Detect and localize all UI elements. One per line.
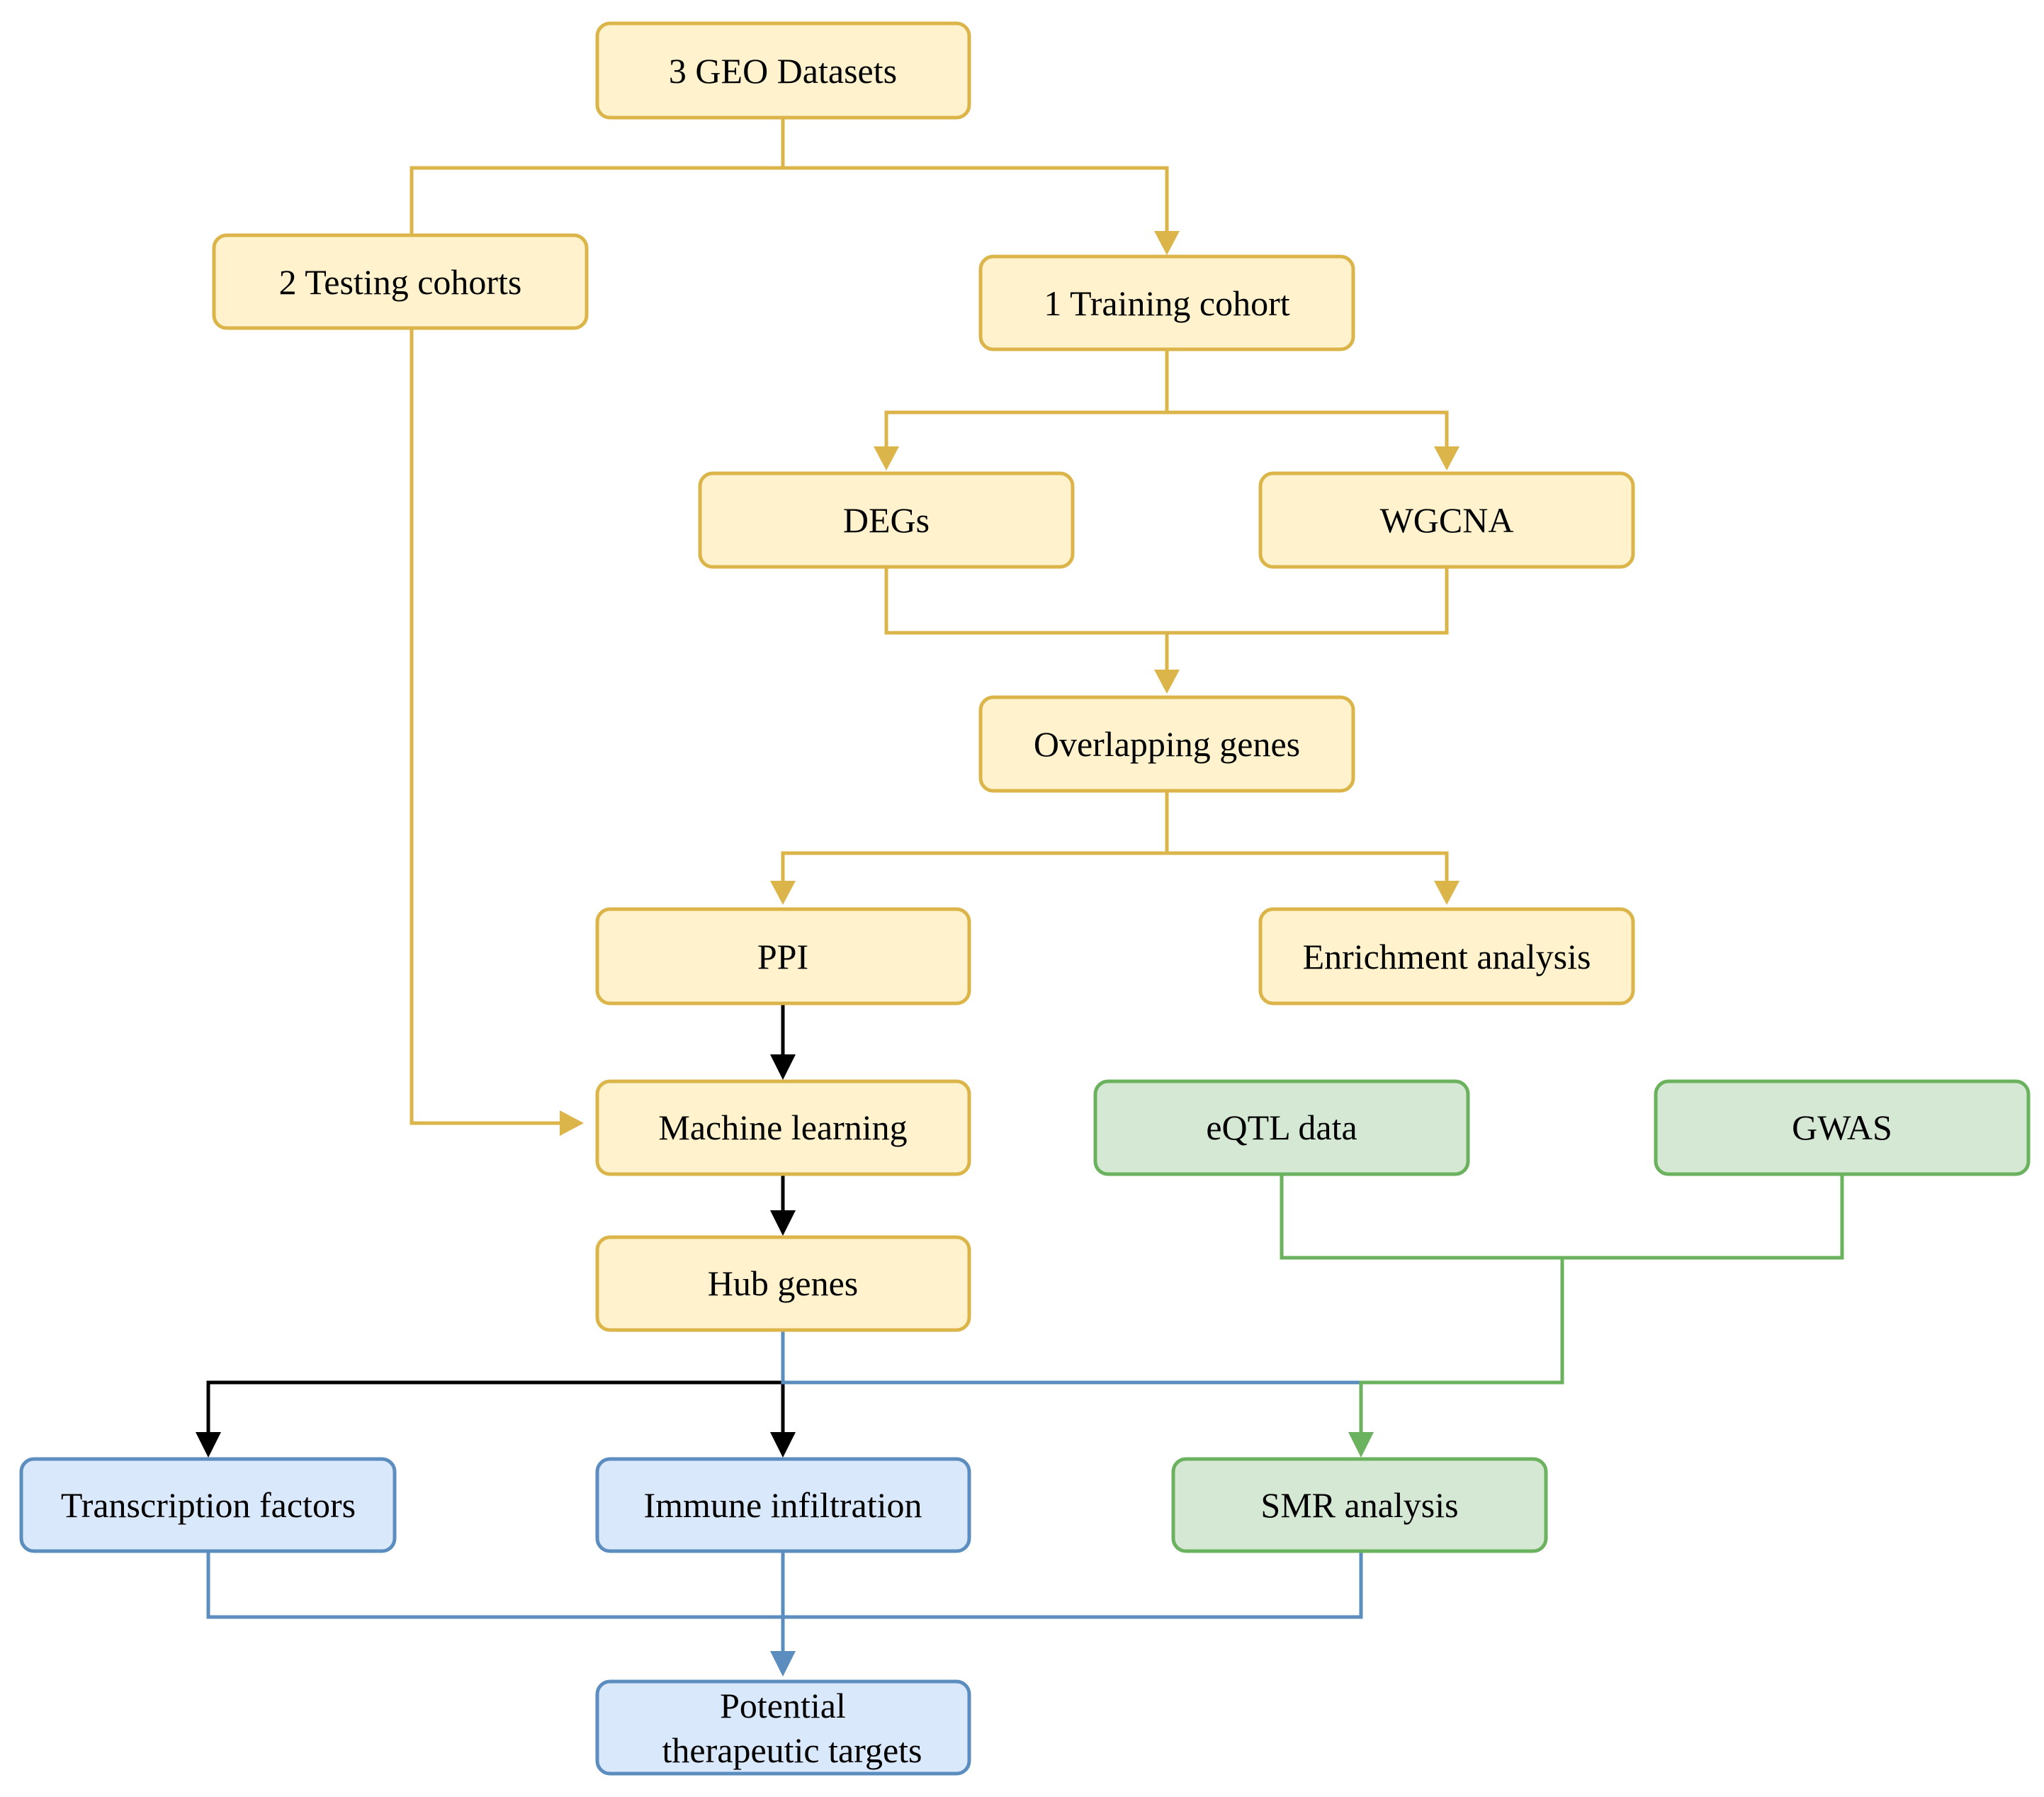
node-degs: DEGs — [698, 471, 1075, 569]
arrowhead-immune — [770, 1432, 796, 1458]
node-immune-infiltration: Immune infiltration — [595, 1457, 971, 1553]
node-hub-label: Hub genes — [708, 1263, 858, 1303]
arrowhead-degs — [874, 446, 899, 471]
arrowhead-ml-from-testing — [560, 1110, 584, 1136]
arrowhead-hub — [770, 1210, 796, 1236]
connector-geo-split — [410, 119, 785, 235]
arrowhead-enrich — [1434, 881, 1459, 905]
node-targets-label-line1: Potential — [720, 1686, 846, 1725]
node-overlap-label: Overlapping genes — [1034, 724, 1300, 764]
connector-training-to-wgcna — [1167, 410, 1449, 454]
node-machine-learning: Machine learning — [595, 1079, 971, 1176]
node-transcription-factors: Transcription factors — [19, 1457, 397, 1553]
node-enrichment-analysis: Enrichment analysis — [1258, 907, 1635, 1005]
arrowhead-wgcna — [1434, 446, 1459, 471]
arrowhead-targets — [770, 1651, 796, 1677]
connector-overlap-split — [781, 791, 1169, 888]
connector-merge-to-smr — [1359, 1258, 1564, 1433]
node-hub-genes: Hub genes — [595, 1235, 971, 1332]
node-ppi-label: PPI — [757, 937, 808, 976]
arrowhead-smr — [1348, 1432, 1374, 1458]
node-geo-label: 3 GEO Datasets — [669, 51, 897, 91]
node-eqtl-label: eQTL data — [1206, 1108, 1357, 1147]
node-gwas: GWAS — [1654, 1079, 2031, 1176]
connector-overlap-to-enrich — [1167, 851, 1449, 888]
node-immune-label: Immune infiltration — [644, 1485, 922, 1525]
node-wgcna-label: WGCNA — [1380, 500, 1514, 540]
connector-degs-merge — [884, 567, 1449, 635]
arrowhead-training — [1154, 231, 1180, 255]
connector-testing-to-ml — [410, 328, 567, 1125]
node-geo-datasets: 3 GEO Datasets — [595, 21, 971, 120]
node-enrich-label: Enrichment analysis — [1303, 937, 1591, 976]
node-wgcna: WGCNA — [1258, 471, 1635, 569]
node-smr-label: SMR analysis — [1260, 1485, 1458, 1525]
arrowhead-ppi — [770, 881, 796, 905]
node-ppi: PPI — [595, 907, 971, 1005]
node-eqtl-data: eQTL data — [1093, 1079, 1470, 1176]
node-ml-label: Machine learning — [658, 1108, 907, 1147]
node-overlapping-genes: Overlapping genes — [978, 695, 1355, 793]
connector-geo-to-training — [783, 166, 1169, 238]
connector-hub-to-smr — [781, 1330, 1363, 1395]
node-degs-label: DEGs — [843, 500, 930, 540]
arrowhead-ml-from-ppi — [770, 1054, 796, 1080]
node-testing-label: 2 Testing cohorts — [279, 262, 522, 302]
node-therapeutic-targets: Potential therapeutic targets — [595, 1679, 971, 1776]
node-testing-cohorts: 2 Testing cohorts — [212, 233, 589, 330]
node-gwas-label: GWAS — [1792, 1108, 1892, 1147]
node-smr-analysis: SMR analysis — [1171, 1457, 1548, 1553]
connector-hub-to-tf — [206, 1330, 785, 1433]
connector-training-split — [884, 349, 1169, 454]
node-tf-label: Transcription factors — [61, 1485, 356, 1525]
node-training-label: 1 Training cohort — [1044, 283, 1289, 323]
arrowhead-overlap — [1154, 670, 1180, 694]
node-training-cohort: 1 Training cohort — [978, 254, 1355, 351]
node-targets-label-line2: therapeutic targets — [662, 1730, 922, 1770]
connector-eqtl-gwas-merge — [1280, 1174, 1844, 1260]
arrowhead-tf — [196, 1432, 221, 1458]
